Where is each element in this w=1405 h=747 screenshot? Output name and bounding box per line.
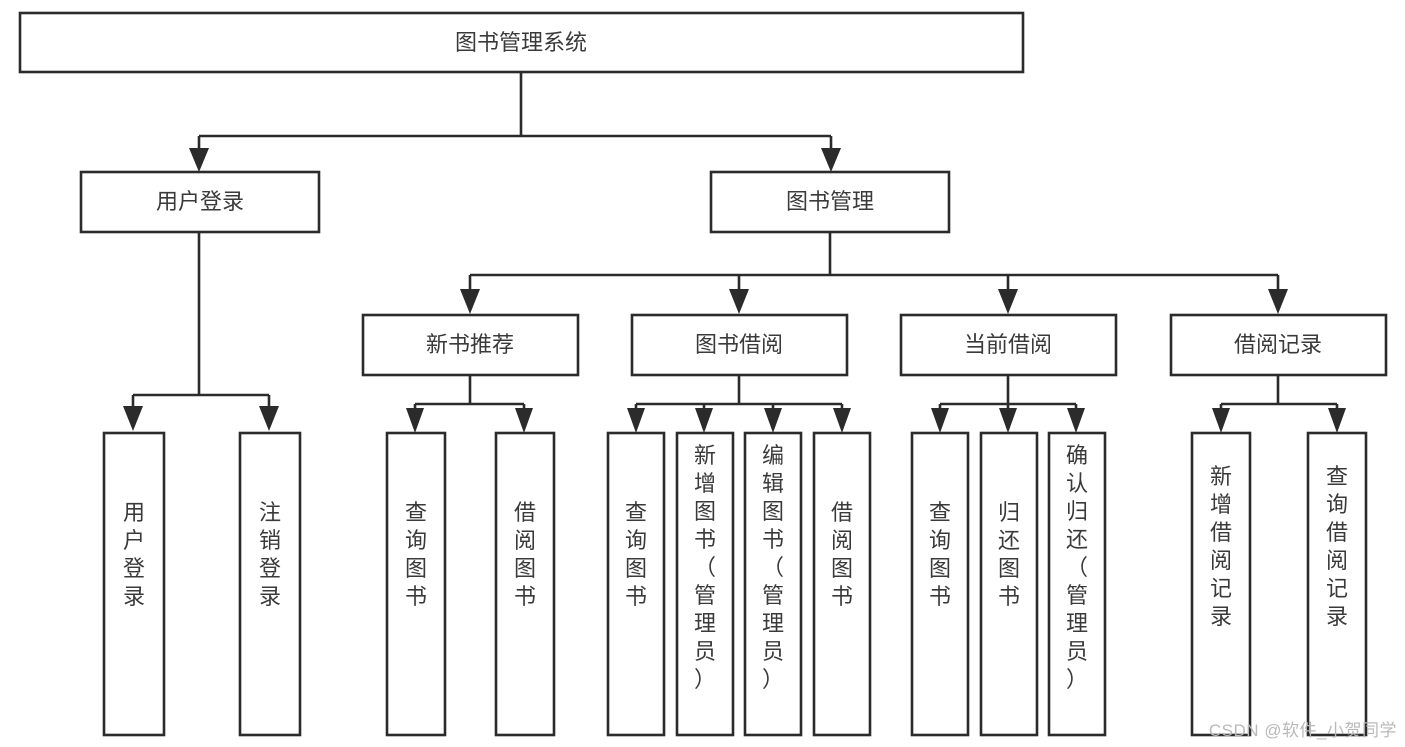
node-leaf-borrow-book-2[interactable]: 借阅图书 <box>812 431 872 737</box>
node-borrow-record-box[interactable] <box>1169 313 1388 377</box>
node-leaf-return-book[interactable]: 归还图书 <box>979 431 1039 737</box>
arrow-icon <box>999 408 1017 433</box>
node-book-borrow-box[interactable] <box>630 313 849 377</box>
node-leaf-borrow-book-1-box[interactable] <box>494 431 556 737</box>
node-book-borrow-label: 图书借阅 <box>695 332 783 357</box>
node-leaf-add-record-box[interactable] <box>1190 431 1252 737</box>
node-root-box[interactable] <box>18 11 1025 74</box>
node-leaf-borrow-book-1-label: 借阅图书 <box>514 500 536 609</box>
arrow-icon <box>833 408 851 433</box>
node-leaf-query-book-3-box[interactable] <box>910 431 970 737</box>
arrow-icon <box>1268 289 1288 314</box>
arrow-icon <box>821 148 841 172</box>
node-leaf-edit-book-label: 编辑图书（管理员） <box>762 443 784 692</box>
node-leaf-logout-login-label: 注销登录 <box>259 500 281 609</box>
node-leaf-add-record[interactable]: 新增借阅记录 <box>1190 431 1252 737</box>
arrow-icon <box>515 408 533 433</box>
node-user-login-box[interactable] <box>79 170 321 234</box>
node-leaf-return-book-label: 归还图书 <box>998 500 1020 609</box>
arrow-icon <box>627 408 645 433</box>
connector-newbookrec-to-leaves <box>413 375 526 421</box>
node-new-book-rec[interactable]: 新书推荐 <box>361 313 580 377</box>
node-leaf-edit-book[interactable]: 编辑图书（管理员） <box>743 431 803 737</box>
arrow-icon <box>1067 408 1085 433</box>
arrow-icon <box>764 408 782 433</box>
node-leaf-user-login-label: 用户登录 <box>123 500 145 609</box>
arrow-icon <box>189 148 209 172</box>
node-borrow-record-label: 借阅记录 <box>1234 332 1322 357</box>
node-leaf-query-book-3-label: 查询图书 <box>929 500 951 609</box>
arrow-icon <box>1212 408 1230 433</box>
node-borrow-record[interactable]: 借阅记录 <box>1169 313 1388 377</box>
arrow-icon <box>931 408 949 433</box>
node-new-book-rec-box[interactable] <box>361 313 580 377</box>
watermark-text: CSDN @软件_小贺同学 <box>1208 721 1397 740</box>
node-leaf-add-book-label: 新增图书（管理员） <box>694 443 716 692</box>
node-leaf-add-book[interactable]: 新增图书（管理员） <box>675 431 735 737</box>
node-leaf-query-book-2-label: 查询图书 <box>625 500 647 609</box>
node-leaf-return-book-box[interactable] <box>979 431 1039 737</box>
connector-userlogin-to-leaves <box>131 233 271 418</box>
node-leaf-borrow-book-1[interactable]: 借阅图书 <box>494 431 556 737</box>
node-leaf-logout-login-box[interactable] <box>238 431 302 737</box>
node-root-label: 图书管理系统 <box>455 30 587 55</box>
node-book-borrow[interactable]: 图书借阅 <box>630 313 849 377</box>
node-current-borrow-label: 当前借阅 <box>964 332 1052 357</box>
arrow-icon <box>460 289 480 314</box>
node-leaf-borrow-book-2-label: 借阅图书 <box>831 500 853 609</box>
node-leaf-user-login-box[interactable] <box>102 431 166 737</box>
connector-borrowrecord-to-leaves <box>1219 375 1339 421</box>
node-book-manage-box[interactable] <box>709 170 951 234</box>
node-book-manage[interactable]: 图书管理 <box>709 170 951 234</box>
node-leaf-borrow-book-2-box[interactable] <box>812 431 872 737</box>
arrow-icon <box>998 289 1018 314</box>
connector-root-to-level2 <box>197 72 833 160</box>
arrow-icon <box>1328 408 1346 433</box>
node-leaf-user-login[interactable]: 用户登录 <box>102 431 166 737</box>
node-leaf-edit-book-box[interactable] <box>743 431 803 737</box>
node-leaf-query-book-1[interactable]: 查询图书 <box>385 431 447 737</box>
connector-bookborrow-to-leaves <box>634 375 844 421</box>
node-leaf-logout-login[interactable]: 注销登录 <box>238 431 302 737</box>
arrow-icon <box>259 406 279 431</box>
node-leaf-query-book-2[interactable]: 查询图书 <box>606 431 666 737</box>
node-leaf-confirm-return-label: 确认归还（管理员） <box>1066 443 1088 692</box>
node-user-login[interactable]: 用户登录 <box>79 170 321 234</box>
connector-group <box>131 72 1339 421</box>
node-leaf-query-record[interactable]: 查询借阅记录 <box>1306 431 1368 737</box>
arrowhead-group <box>123 148 1346 433</box>
node-current-borrow-box[interactable] <box>899 313 1118 377</box>
node-leaf-confirm-return[interactable]: 确认归还（管理员） <box>1047 431 1107 737</box>
arrow-icon <box>123 406 143 431</box>
node-leaf-add-book-box[interactable] <box>675 431 735 737</box>
node-user-login-label: 用户登录 <box>156 189 244 214</box>
node-leaf-query-book-2-box[interactable] <box>606 431 666 737</box>
node-leaf-query-book-1-label: 查询图书 <box>405 500 427 609</box>
node-current-borrow[interactable]: 当前借阅 <box>899 313 1118 377</box>
node-leaf-query-record-box[interactable] <box>1306 431 1368 737</box>
arrow-icon <box>406 408 424 433</box>
node-leaf-query-record-label: 查询借阅记录 <box>1326 464 1348 629</box>
arrow-icon <box>729 289 749 314</box>
node-root[interactable]: 图书管理系统 <box>18 11 1025 74</box>
node-leaf-confirm-return-box[interactable] <box>1047 431 1107 737</box>
node-book-manage-label: 图书管理 <box>786 189 874 214</box>
node-leaf-query-book-1-box[interactable] <box>385 431 447 737</box>
connector-bookmanage-to-level3 <box>468 233 1280 301</box>
node-leaf-add-record-label: 新增借阅记录 <box>1210 464 1232 629</box>
arrow-icon <box>695 408 713 433</box>
node-leaf-query-book-3[interactable]: 查询图书 <box>910 431 970 737</box>
node-new-book-rec-label: 新书推荐 <box>426 332 514 357</box>
